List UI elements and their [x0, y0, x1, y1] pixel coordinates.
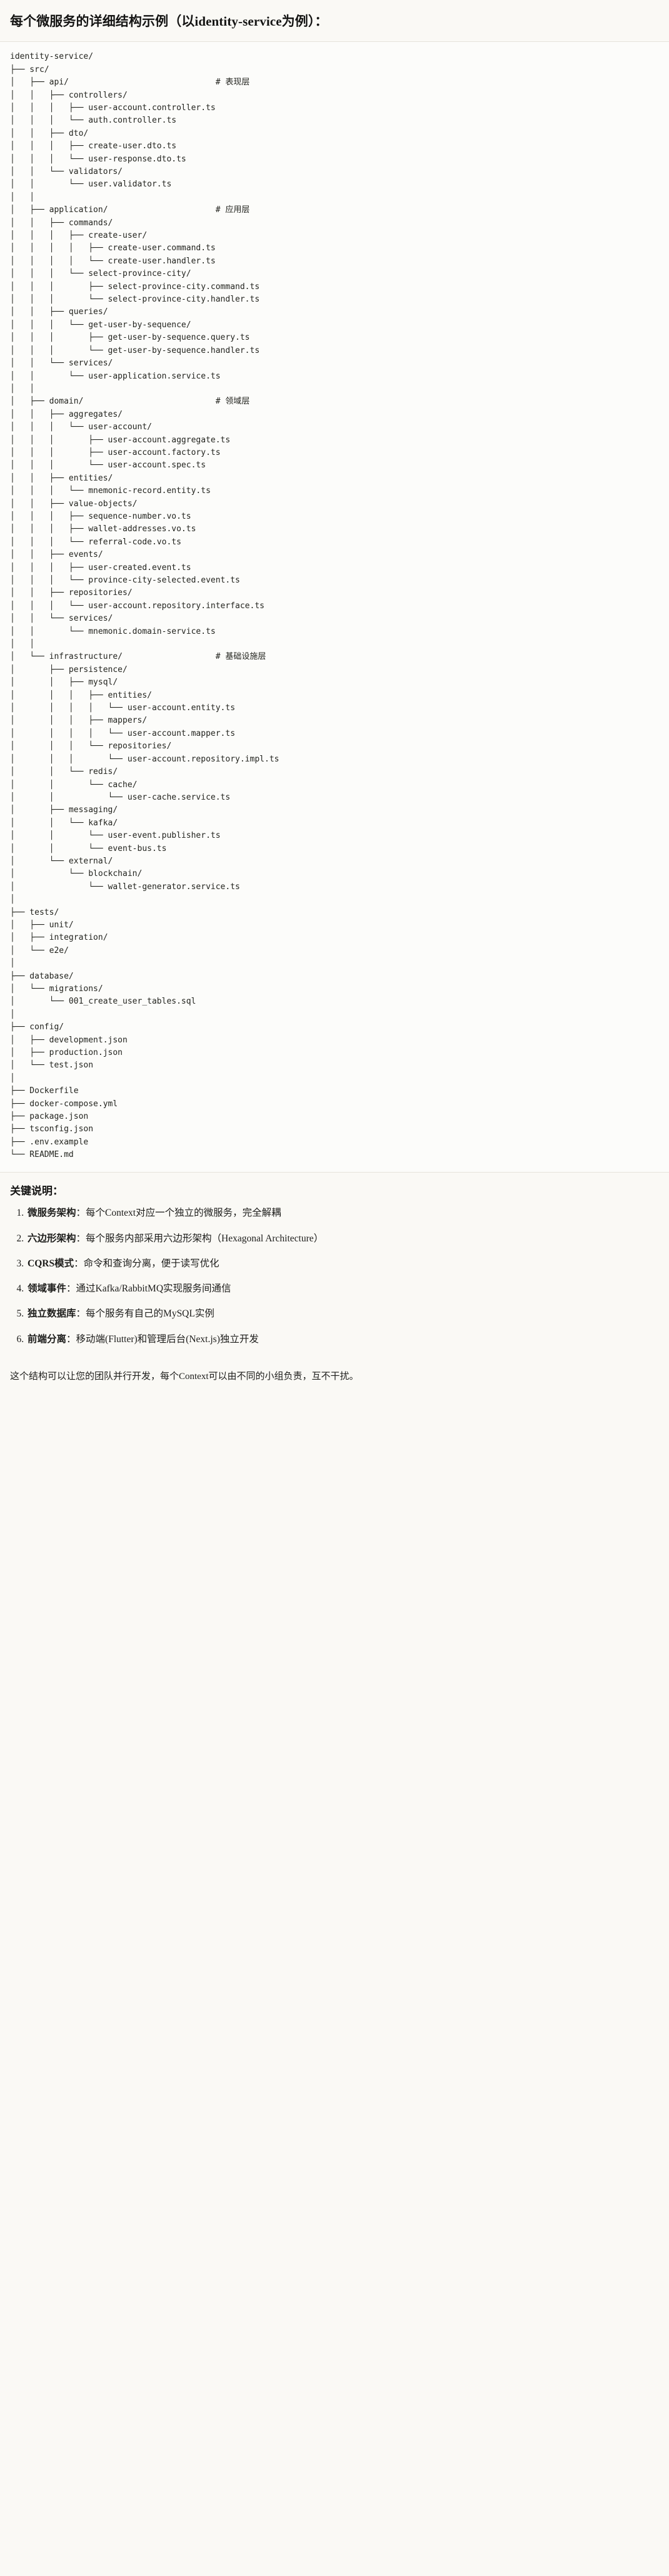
key-point-separator: ： [66, 1283, 76, 1295]
key-point-item: 独立数据库：每个服务有自己的MySQL实例 [26, 1306, 659, 1321]
closing-paragraph: 这个结构可以让您的团队并行开发，每个Context可以由不同的小组负责，互不干扰… [10, 1371, 359, 1382]
key-point-term: 独立数据库 [28, 1308, 76, 1320]
key-point-term: 微服务架构 [28, 1208, 76, 1219]
key-point-separator: ： [74, 1258, 84, 1269]
key-point-description: 每个服务有自己的MySQL实例 [86, 1308, 214, 1320]
key-point-separator: ： [76, 1233, 86, 1244]
directory-tree: identity-service/ ├── src/ │ ├── api/ # … [10, 52, 279, 1160]
key-point-separator: ： [76, 1308, 86, 1320]
key-point-description: 移动端(Flutter)和管理后台(Next.js)独立开发 [76, 1333, 259, 1345]
directory-tree-block: identity-service/ ├── src/ │ ├── api/ # … [0, 42, 669, 1173]
key-point-item: 微服务架构：每个Context对应一个独立的微服务，完全解耦 [26, 1206, 659, 1220]
key-point-description: 命令和查询分离，便于读写优化 [83, 1258, 219, 1269]
key-points-list: 微服务架构：每个Context对应一个独立的微服务，完全解耦六边形架构：每个服务… [10, 1206, 659, 1347]
key-point-item: 前端分离：移动端(Flutter)和管理后台(Next.js)独立开发 [26, 1332, 659, 1347]
key-point-term: 领域事件 [28, 1283, 67, 1295]
document-header: 每个微服务的详细结构示例（以identity-service为例）： [0, 0, 669, 43]
key-point-item: CQRS模式：命令和查询分离，便于读写优化 [26, 1256, 659, 1271]
key-point-description: 每个服务内部采用六边形架构（Hexagonal Architecture） [86, 1233, 324, 1244]
key-point-description: 通过Kafka/RabbitMQ实现服务间通信 [76, 1283, 231, 1295]
key-point-description: 每个Context对应一个独立的微服务，完全解耦 [86, 1208, 281, 1219]
page-title: 每个微服务的详细结构示例（以identity-service为例）： [10, 14, 328, 29]
key-points-section: 关键说明： 微服务架构：每个Context对应一个独立的微服务，完全解耦六边形架… [0, 1172, 669, 1363]
key-point-term: 前端分离 [28, 1333, 67, 1345]
key-point-term: CQRS模式 [28, 1258, 74, 1269]
key-point-separator: ： [66, 1333, 76, 1345]
key-point-separator: ： [76, 1208, 86, 1219]
key-point-item: 领域事件：通过Kafka/RabbitMQ实现服务间通信 [26, 1281, 659, 1296]
document-page: 每个微服务的详细结构示例（以identity-service为例）： ident… [0, 0, 669, 1384]
key-point-item: 六边形架构：每个服务内部采用六边形架构（Hexagonal Architectu… [26, 1231, 659, 1246]
key-points-title: 关键说明： [10, 1184, 63, 1197]
key-point-term: 六边形架构 [28, 1233, 76, 1244]
